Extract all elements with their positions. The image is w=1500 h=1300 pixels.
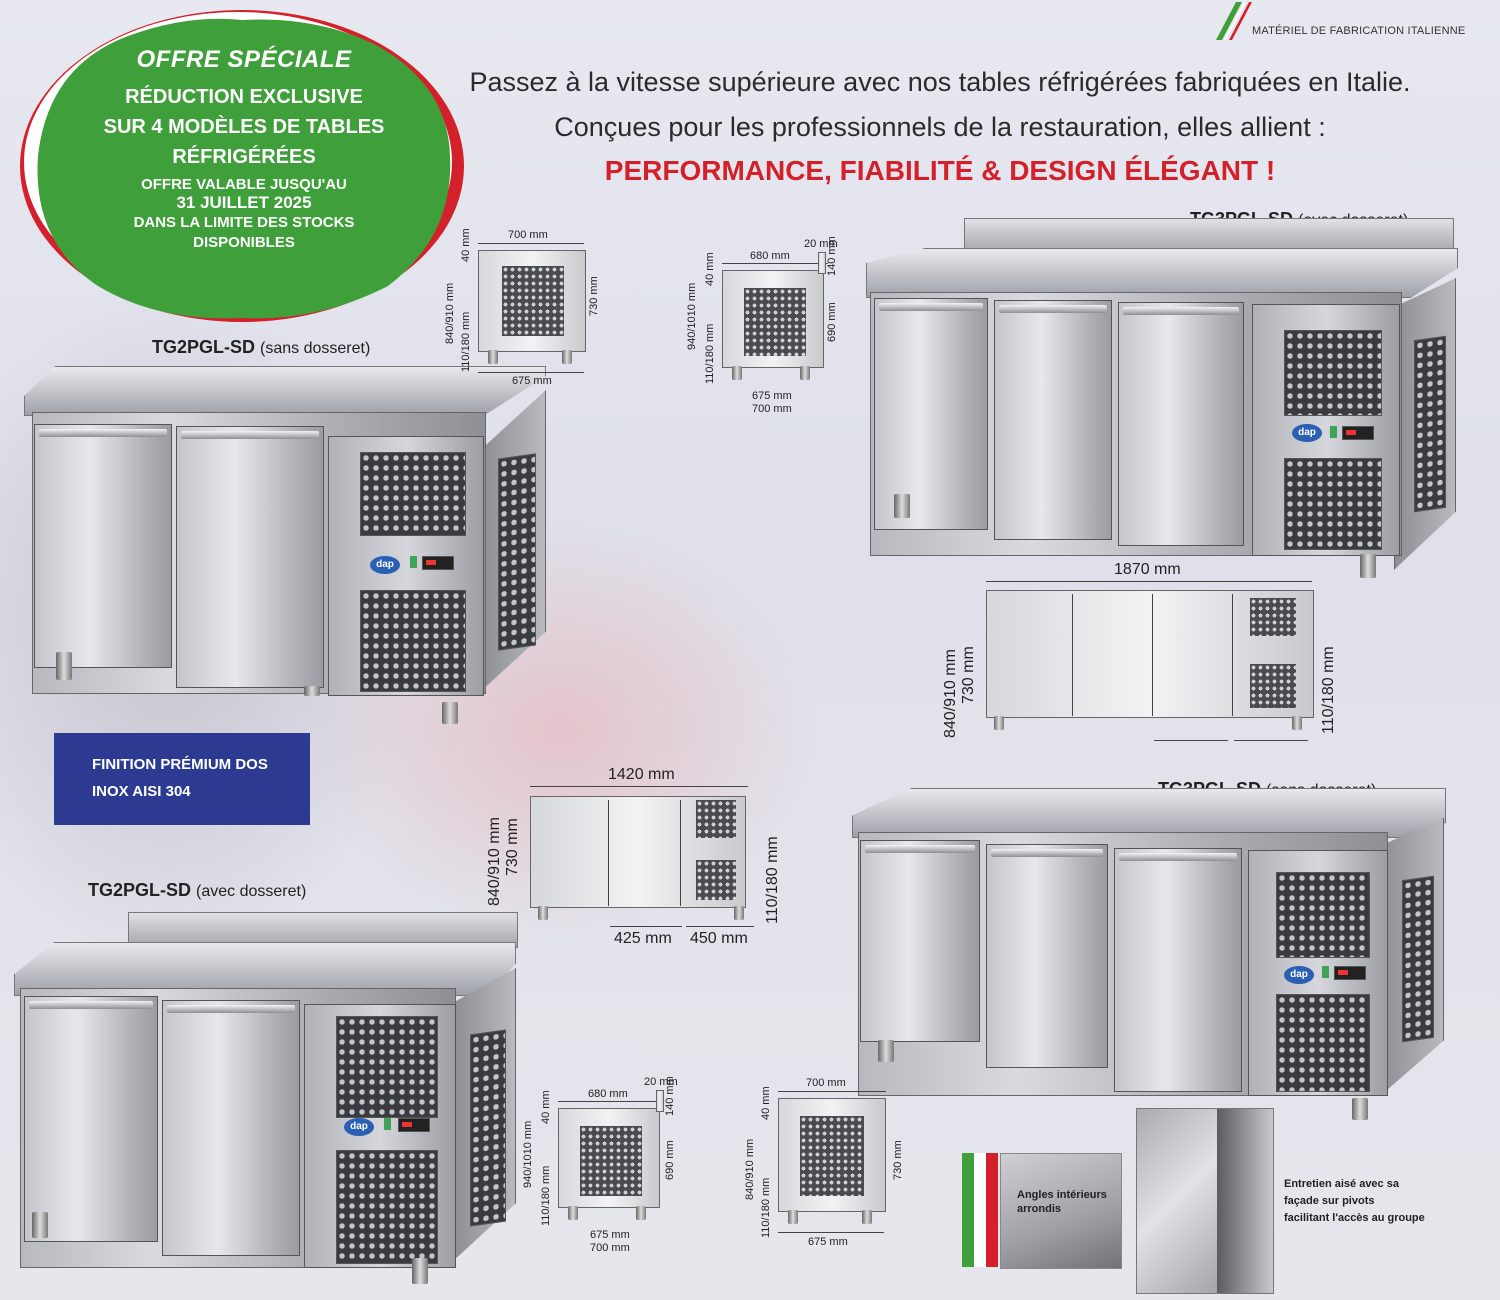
dim-width: 680 mm: [588, 1088, 628, 1100]
dim-legs: 110/180 mm: [540, 1165, 552, 1226]
dim-legs: 110/180 mm: [760, 1177, 772, 1238]
dim-splash-h: 140 mm: [826, 236, 838, 276]
headline: Passez à la vitesse supérieure avec nos …: [440, 60, 1440, 193]
dap-logo: dap: [370, 556, 400, 574]
dim-width: 1870 mm: [1114, 561, 1181, 578]
rounded-corners-photo: Angles intérieurs arrondis: [1000, 1153, 1122, 1269]
badge-line3: RÉFRIGÉRÉES: [172, 146, 316, 168]
corners-line1: Angles intérieurs: [1017, 1189, 1107, 1201]
pivot-line3: facilitant l'accès au groupe: [1284, 1212, 1425, 1224]
badge-line5: DANS LA LIMITE DES STOCKS: [133, 214, 355, 231]
headline-line2: Conçues pour les professionnels de la re…: [554, 112, 1326, 142]
badge-title: OFFRE SPÉCIALE: [136, 46, 352, 73]
product-image-tg3-avec: dap: [864, 218, 1460, 580]
finish-line1: FINITION PRÉMIUM DOS: [92, 756, 268, 773]
dim-body: 690 mm: [826, 302, 838, 342]
product-image-tg3-sans: dap: [852, 788, 1448, 1122]
dim-legs: 110/180 mm: [704, 323, 716, 384]
special-offer-badge: OFFRE SPÉCIALE RÉDUCTION EXCLUSIVE SUR 4…: [18, 6, 466, 324]
dap-logo: dap: [1284, 966, 1314, 984]
dim-width: 700 mm: [806, 1077, 846, 1089]
dim-splash: 20 mm: [804, 238, 838, 250]
dim-legs: 110/180 mm: [460, 311, 472, 372]
dap-logo: dap: [1292, 424, 1322, 442]
badge-line4: OFFRE VALABLE JUSQU'AU: [141, 176, 347, 193]
headline-line3: PERFORMANCE, FIABILITÉ & DESIGN ÉLÉGANT …: [604, 155, 1276, 186]
corners-line2: arrondis: [1017, 1203, 1062, 1215]
product-label-4: TG2PGL-SD (avec dosseret): [88, 880, 306, 901]
finish-line2: INOX AISI 304: [92, 783, 191, 800]
dim-top: 40 mm: [540, 1090, 552, 1124]
dim-width: 1420 mm: [608, 766, 675, 783]
flag-stripe-red: [986, 1153, 998, 1267]
pivot-text: Entretien aisé avec sa façade sur pivots…: [1284, 1176, 1425, 1227]
dim-height: 840/910 mm: [942, 649, 959, 738]
dim-top: 40 mm: [704, 252, 716, 286]
dim-top: 40 mm: [460, 228, 472, 262]
dim-total: 700 mm: [590, 1242, 630, 1254]
product-image-tg2-sans: dap: [24, 366, 554, 726]
badge-shape: [20, 10, 464, 322]
dim-height: 940/1010 mm: [522, 1120, 534, 1188]
dim-legs: 110/180 mm: [764, 836, 781, 924]
dim-width: 700 mm: [508, 229, 548, 241]
dim-height: 840/910 mm: [486, 817, 503, 906]
dim-height: 840/910 mm: [444, 282, 456, 344]
dim-height: 840/910 mm: [744, 1138, 756, 1200]
flag-stripe-white: [974, 1153, 986, 1267]
dim-depth: 675 mm: [752, 390, 792, 402]
dim-body: 730 mm: [892, 1140, 904, 1180]
dim-depth: 675 mm: [512, 375, 552, 387]
product-label-1: TG2PGL-SD (sans dosseret): [152, 337, 370, 358]
dim-depth: 675 mm: [590, 1229, 630, 1241]
dim-depth: 675 mm: [808, 1236, 848, 1248]
badge-date: 31 JUILLET 2025: [176, 193, 312, 212]
dim-legs: 110/180 mm: [1320, 646, 1337, 734]
dim-top: 40 mm: [760, 1086, 772, 1120]
made-in-italy-text: MATÉRIEL DE FABRICATION ITALIENNE: [1252, 25, 1466, 37]
dim-unit: 450 mm: [690, 930, 748, 947]
badge-line1: RÉDUCTION EXCLUSIVE: [125, 86, 363, 108]
dim-splash-h: 140 mm: [664, 1076, 676, 1116]
dim-door: 425 mm: [614, 930, 672, 947]
model-variant: (avec dosseret): [196, 883, 307, 900]
dim-width: 680 mm: [750, 250, 790, 262]
dap-logo: dap: [344, 1118, 374, 1136]
model-name: TG2PGL-SD: [152, 337, 256, 357]
model-variant: (sans dosseret): [260, 340, 371, 357]
pivot-line2: façade sur pivots: [1284, 1195, 1375, 1207]
pivot-front-photo: [1136, 1108, 1274, 1294]
badge-line6: DISPONIBLES: [193, 234, 295, 251]
dim-body: 690 mm: [664, 1140, 676, 1180]
product-image-tg2-avec: dap: [14, 912, 520, 1286]
dim-body: 730 mm: [588, 276, 600, 316]
dim-splash: 20 mm: [644, 1076, 678, 1088]
italian-flag-icon: [1216, 2, 1252, 40]
headline-line1: Passez à la vitesse supérieure avec nos …: [469, 67, 1411, 97]
dim-height: 940/1010 mm: [686, 282, 698, 350]
badge-line2: SUR 4 MODÈLES DE TABLES: [103, 116, 385, 138]
dim-body: 730 mm: [960, 646, 977, 704]
pivot-line1: Entretien aisé avec sa: [1284, 1178, 1399, 1190]
dim-body: 730 mm: [504, 818, 521, 876]
dim-total: 700 mm: [752, 403, 792, 415]
model-name: TG2PGL-SD: [88, 880, 192, 900]
finish-box: FINITION PRÉMIUM DOS INOX AISI 304: [54, 733, 310, 825]
flag-stripe-green: [962, 1153, 974, 1267]
